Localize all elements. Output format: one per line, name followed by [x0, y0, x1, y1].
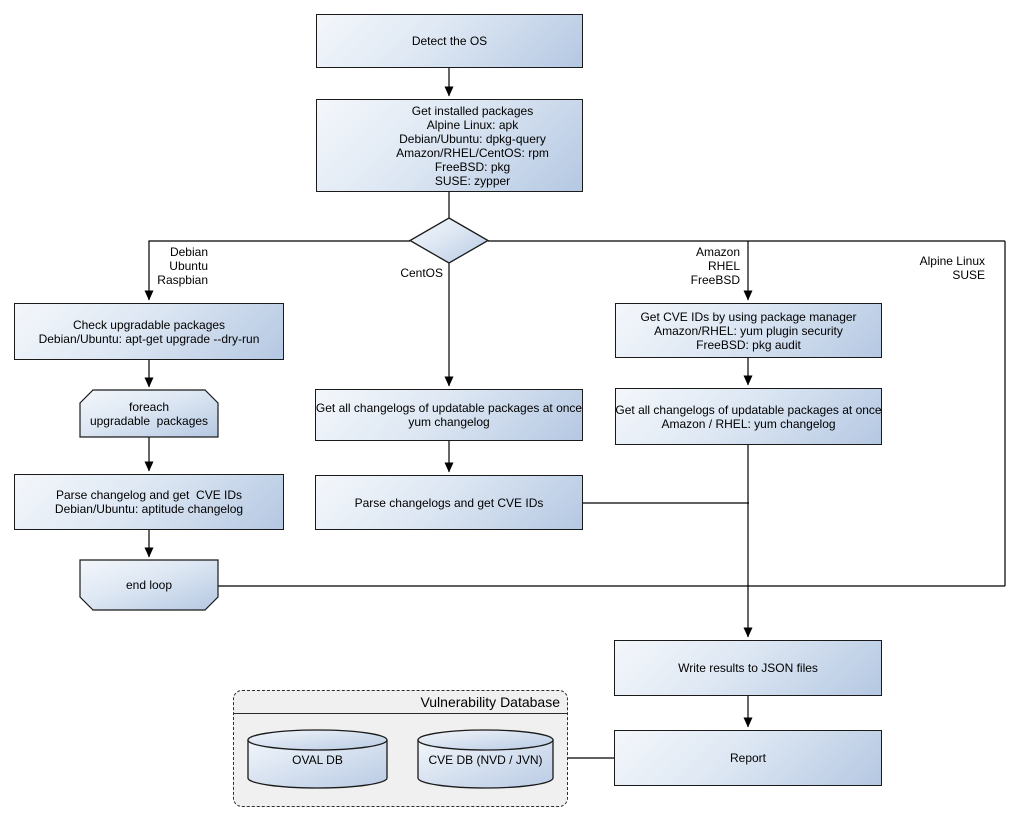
- node-check-upgradable: Check upgradable packages Debian/Ubuntu:…: [14, 303, 284, 360]
- node-parse-changelogs-center-label: Parse changelogs and get CVE IDs: [354, 495, 544, 510]
- cve-db-cylinder: [417, 729, 554, 789]
- end-loop-shape: [79, 559, 219, 611]
- foreach-loop-label: foreach upgradable packages: [89, 399, 209, 428]
- foreach-loop-label-wrap: foreach upgradable packages: [80, 390, 218, 437]
- node-detect-os-label: Detect the OS: [411, 34, 488, 48]
- node-get-installed-packages: Get installed packages Alpine Linux: apk…: [316, 99, 583, 192]
- node-get-changelogs-center: Get all changelogs of updatable packages…: [315, 389, 583, 441]
- oval-db-cylinder: [247, 729, 388, 789]
- oval-db-label-wrap: OVAL DB: [248, 742, 387, 778]
- cve-db-label-wrap: CVE DB (NVD / JVN): [418, 742, 553, 778]
- branch-label-alpine: Alpine Linux SUSE: [919, 254, 985, 282]
- node-report: Report: [614, 730, 882, 786]
- node-get-cve-ids-right: Get CVE IDs by using package manager Ama…: [615, 303, 882, 358]
- branch-label-centos: CentOS: [400, 266, 443, 280]
- foreach-loop-shape: [79, 389, 219, 438]
- node-check-upgradable-label: Check upgradable packages Debian/Ubuntu:…: [38, 317, 260, 346]
- end-loop-label: end loop: [125, 578, 173, 592]
- vulnerability-database-title: Vulnerability Database: [420, 694, 560, 710]
- node-get-changelogs-center-label: Get all changelogs of updatable packages…: [315, 401, 583, 429]
- node-parse-changelogs-center: Parse changelogs and get CVE IDs: [315, 475, 583, 530]
- node-write-results-label: Write results to JSON files: [678, 661, 818, 675]
- oval-db-label: OVAL DB: [292, 753, 343, 767]
- vulnerability-database-titlebar: Vulnerability Database: [234, 691, 567, 714]
- node-get-changelogs-right-label: Get all changelogs of updatable packages…: [615, 402, 882, 431]
- node-report-label: Report: [729, 751, 767, 765]
- cve-db-label: CVE DB (NVD / JVN): [428, 753, 543, 767]
- node-get-cve-ids-right-label: Get CVE IDs by using package manager Ama…: [640, 309, 857, 352]
- node-detect-os: Detect the OS: [316, 14, 583, 68]
- branch-label-amazon: Amazon RHEL FreeBSD: [690, 245, 740, 287]
- node-write-results: Write results to JSON files: [614, 640, 882, 696]
- connector-diamond-to-check: [144, 240, 410, 301]
- node-get-changelogs-right: Get all changelogs of updatable packages…: [615, 388, 882, 445]
- os-decision-diamond: [408, 217, 490, 264]
- node-get-installed-packages-label: Get installed packages Alpine Linux: apk…: [396, 103, 549, 188]
- branch-label-debian: Debian Ubuntu Raspbian: [157, 245, 208, 287]
- node-parse-changelog-left-label: Parse changelog and get CVE IDs Debian/U…: [54, 488, 244, 516]
- end-loop-label-wrap: end loop: [80, 560, 218, 610]
- node-parse-changelog-left: Parse changelog and get CVE IDs Debian/U…: [14, 474, 284, 530]
